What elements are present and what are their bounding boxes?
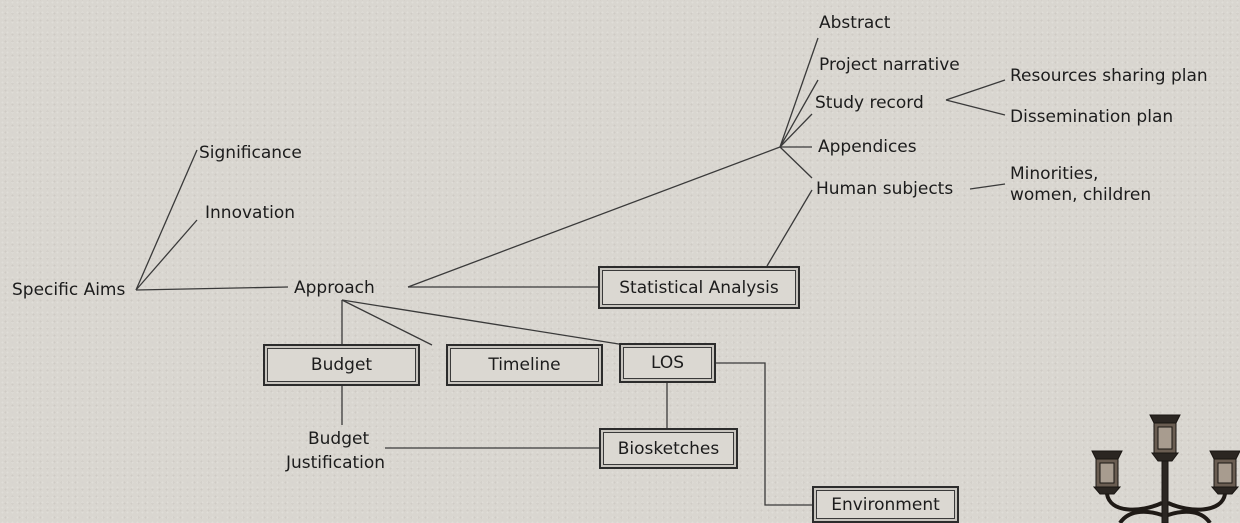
node-significance: Significance (199, 143, 302, 163)
node-approach: Approach (294, 278, 375, 298)
node-budget-justification: Budget Justification (286, 427, 385, 475)
node-human-subjects: Human subjects (816, 179, 954, 199)
node-minorities: Minorities, women, children (1010, 162, 1151, 207)
box-timeline-label: Timeline (488, 355, 561, 375)
link-studyrecord-resources (945, 79, 1006, 101)
box-environment-label: Environment (831, 494, 940, 515)
link-aims-approach (135, 286, 289, 291)
box-statistical-analysis: Statistical Analysis (598, 266, 800, 309)
node-project-narrative: Project narrative (819, 55, 960, 75)
link-approach-los (341, 299, 626, 346)
node-resources-sharing-plan: Resources sharing plan (1010, 66, 1208, 86)
box-budget: Budget (263, 344, 420, 386)
box-environment: Environment (812, 486, 959, 523)
link-hub-studyrecord (779, 113, 813, 148)
link-studyrecord-dissemination (945, 99, 1006, 116)
link-hub-narrative (779, 79, 819, 148)
node-dissemination-plan: Dissemination plan (1010, 107, 1174, 127)
node-study-record: Study record (815, 93, 924, 113)
box-biosketches: Biosketches (599, 428, 738, 469)
link-approach-hub (407, 146, 781, 288)
link-aims-innovation (135, 219, 198, 291)
node-abstract: Abstract (819, 13, 891, 33)
link-hub-humansubjects (779, 146, 813, 179)
box-timeline: Timeline (446, 344, 603, 386)
link-approach-timeline (341, 299, 433, 346)
node-appendices: Appendices (818, 137, 917, 157)
node-minorities-line2: women, children (1010, 185, 1152, 205)
link-statistical-humansubjects (766, 189, 813, 267)
box-budget-label: Budget (310, 355, 373, 375)
link-los-environment (715, 362, 812, 506)
node-specific-aims: Specific Aims (12, 280, 126, 300)
node-budget-justification-line1: Budget (308, 429, 370, 449)
node-budget-justification-line2: Justification (286, 453, 386, 473)
node-minorities-line1: Minorities, (1010, 164, 1099, 184)
box-los-label: LOS (650, 353, 685, 373)
link-aims-significance (135, 149, 198, 291)
link-hub-abstract (779, 37, 819, 148)
box-statistical-analysis-label: Statistical Analysis (619, 277, 779, 298)
box-los: LOS (619, 343, 716, 383)
node-innovation: Innovation (205, 203, 296, 223)
box-biosketches-label: Biosketches (617, 438, 720, 459)
street-lamp-icon (1091, 414, 1240, 523)
link-humansubjects-minorities (969, 183, 1006, 190)
